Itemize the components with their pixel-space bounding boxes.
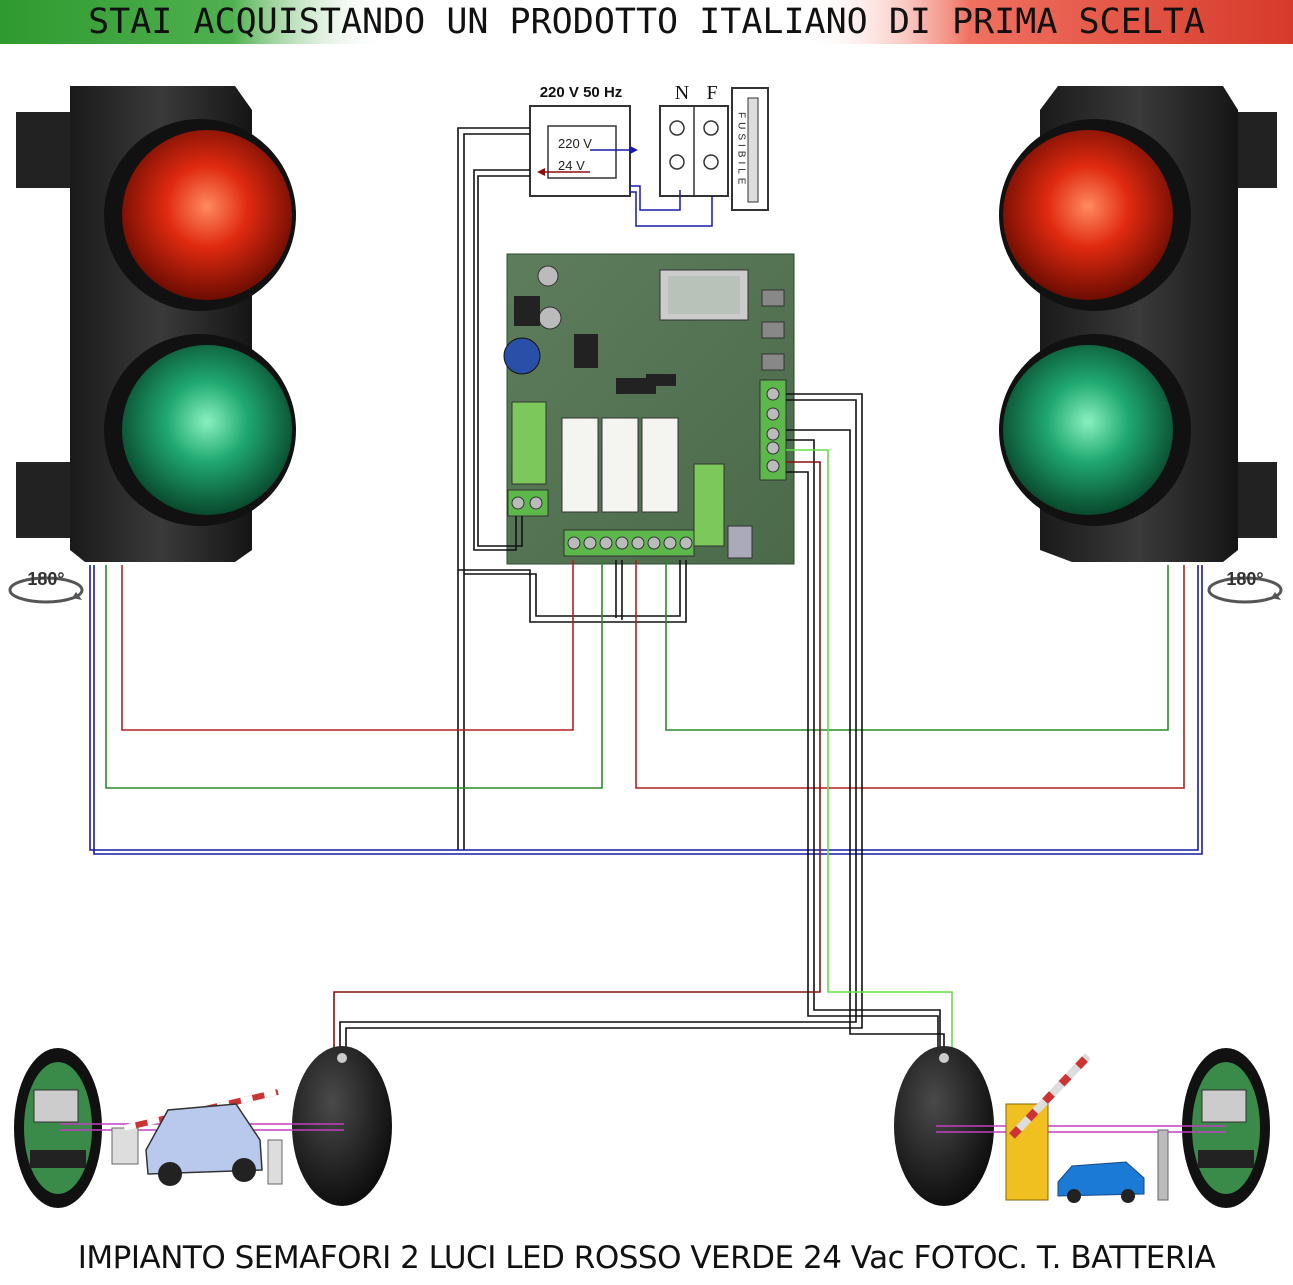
wires (89, 127, 1203, 1060)
infrared-beam-right (936, 1125, 1226, 1133)
wire-black (477, 175, 530, 547)
photocell-left-closed (292, 1046, 392, 1206)
screw-icon (703, 154, 719, 170)
rotation-label-left: 180° (27, 569, 64, 589)
mount-bracket-left-top (16, 112, 76, 188)
wire-green (105, 560, 603, 789)
banner-flag-background (0, 0, 1293, 44)
car-with-barrier-icon (111, 1089, 283, 1186)
red-lamp-icon (1003, 130, 1173, 300)
wire-red (635, 560, 1185, 789)
wire-black (786, 439, 941, 1060)
wire-red (333, 461, 821, 1060)
green-lamp-icon (122, 345, 292, 515)
wire-black (464, 560, 681, 617)
button-icon (761, 353, 785, 371)
ic-chip-icon (646, 374, 676, 386)
button-icon (761, 289, 785, 307)
screw-icon (703, 120, 719, 136)
photocell-right-open (1182, 1048, 1270, 1208)
transformer-in-label: 220 V (558, 136, 592, 151)
red-lamp-icon (122, 130, 292, 300)
terminal-n-label: N (675, 82, 689, 104)
fuse-label: FUSIBILE (736, 112, 747, 188)
rotation-label-right: 180° (1226, 569, 1263, 589)
rotation-icon-right: 180° (1207, 569, 1283, 604)
capacitor-icon (537, 265, 559, 287)
traffic-light-left (16, 86, 296, 562)
wire-black (458, 560, 687, 623)
wire-black (473, 169, 530, 551)
green-lamp-icon (1003, 345, 1173, 515)
relay-icon (641, 417, 679, 513)
wire-light-green (786, 449, 953, 1060)
relay-icon (601, 417, 639, 513)
power-supply: 220 V 50 Hz 220 V 24 V N F FUSIBILE (529, 82, 769, 227)
barrier-with-car-icon (1005, 1053, 1169, 1203)
control-board (503, 253, 795, 565)
banner-title: STAI ACQUISTANDO UN PRODOTTO ITALIANO DI… (88, 2, 1205, 42)
mount-bracket-left-bottom (16, 462, 76, 538)
fuse-holder-board (511, 401, 547, 485)
rotation-icon-left: 180° (8, 569, 84, 604)
footer-caption: IMPIANTO SEMAFORI 2 LUCI LED ROSSO VERDE… (77, 1240, 1216, 1276)
wire-black (786, 471, 939, 1060)
wire-black (463, 133, 530, 850)
transformer-out-label: 24 V (558, 158, 585, 173)
regulator-icon (514, 296, 540, 326)
photocell-board (1192, 1062, 1260, 1194)
wire-red (121, 560, 574, 731)
wire-black (339, 399, 857, 1060)
button-icon (761, 321, 785, 339)
transformer-core (547, 125, 617, 179)
traffic-light-right (999, 86, 1277, 562)
wire-blue (93, 565, 1203, 855)
banner: STAI ACQUISTANDO UN PRODOTTO ITALIANO DI… (0, 0, 1293, 44)
wire-black (786, 429, 945, 1060)
connector-icon (727, 525, 753, 559)
wire-black (457, 127, 530, 850)
supply-label: 220 V 50 Hz (540, 84, 623, 101)
capacitor-icon (538, 306, 562, 330)
terminal-f-label: F (706, 82, 717, 104)
fuse-holder-board (693, 463, 725, 547)
screw-icon (669, 120, 685, 136)
relay-icon (561, 417, 599, 513)
wire-black (345, 393, 863, 1060)
wire-green (665, 560, 1169, 731)
photocell-icon (292, 1046, 392, 1206)
photocell-board (24, 1062, 92, 1194)
wire-blue (89, 565, 1199, 851)
pcb (506, 253, 795, 565)
screw-icon (669, 154, 685, 170)
connector-icon (574, 334, 598, 368)
photocell-left-open (14, 1048, 102, 1208)
capacitor-icon (503, 337, 541, 375)
